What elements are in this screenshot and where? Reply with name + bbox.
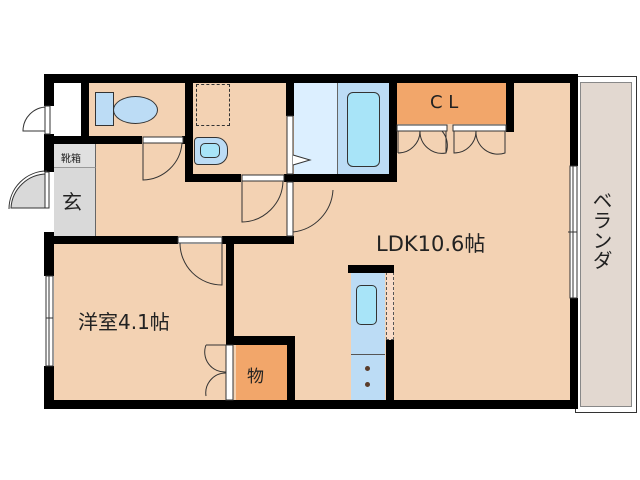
storage-label: 物 [247,367,264,387]
wall [286,80,294,116]
wall [389,80,397,182]
wall [506,80,514,132]
wall [185,80,193,182]
wall [81,80,89,142]
toilet-bowl-icon [113,96,158,124]
wall [570,74,578,166]
wall [287,336,295,406]
stove-burner-icon [365,382,370,387]
wall [226,336,294,345]
stove-burner-icon [365,366,370,371]
veranda [580,82,632,407]
washer-space [196,84,230,126]
wall [44,232,54,276]
entrance [54,168,96,238]
sink-icon [356,285,377,325]
wall [348,265,394,273]
wall [386,340,394,406]
bathtub-icon [347,92,380,167]
wall [44,74,54,106]
ldk-label: LDK10.6帖 [376,232,486,256]
shoe-box [54,144,96,168]
wall [284,174,392,182]
wall [570,298,578,408]
wall [44,134,54,172]
washbasin-bowl-icon [200,143,220,158]
western-room-floor [54,244,234,402]
closet [396,82,506,124]
closet-label: C L [430,92,459,113]
stove-divider [351,354,385,355]
veranda-label: ベランダ [589,190,613,270]
wall [44,74,578,83]
wall [226,236,234,344]
entrance-label: 玄 [62,190,82,214]
wall [44,366,54,408]
wall [222,236,294,244]
wall [44,136,142,144]
wall [44,400,578,409]
storage [236,345,288,402]
wall [44,236,178,244]
western-room-label: 洋室4.1帖 [78,310,170,334]
wall [185,174,241,182]
shoe-box-label: 靴箱 [61,154,81,165]
storage-white [54,83,81,135]
